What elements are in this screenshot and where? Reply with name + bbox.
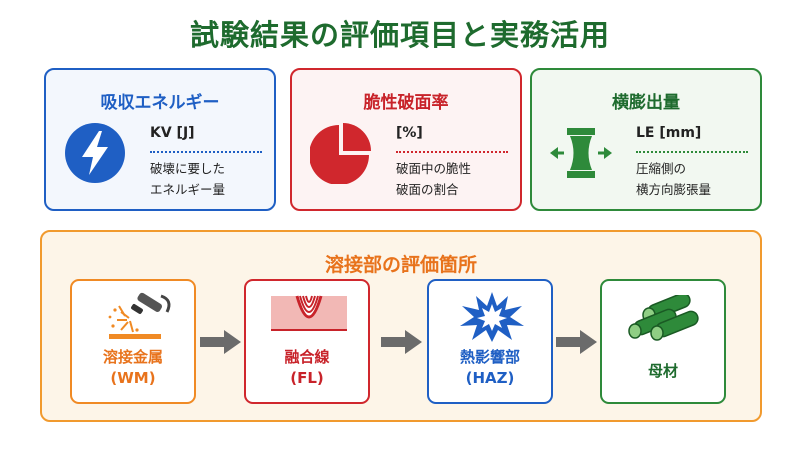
weld-bead-icon — [271, 295, 347, 331]
location-fusion-line: 融合線 (FL) — [244, 279, 370, 404]
card-title: 吸収エネルギー — [100, 93, 220, 113]
location-label: 融合線 (FL) — [284, 348, 330, 387]
section-title: 溶接部の評価箇所 — [324, 254, 477, 276]
card-lateral-expansion: 横膨出量 LE [mm] 圧縮側の 横方向膨張量 — [530, 68, 762, 211]
arrow-right-icon — [200, 330, 241, 354]
arrow-right-icon — [556, 330, 597, 354]
steel-bars-icon — [628, 295, 699, 341]
location-heat-affected-zone: 熱影響部 (HAZ) — [427, 279, 553, 404]
weld-evaluation-section: 溶接部の評価箇所 溶接金属 (WM) — [40, 230, 762, 422]
lateral-expansion-icon — [550, 128, 612, 178]
dotted-divider — [150, 151, 262, 153]
lightning-icon — [65, 123, 125, 183]
card-description: 破壊に要した エネルギー量 — [150, 161, 226, 197]
page-title: 試験結果の評価項目と実務活用 — [189, 18, 610, 52]
location-label: 溶接金属 (WM) — [102, 348, 163, 387]
card-description: 破面中の脆性 破面の割合 — [396, 161, 472, 197]
pie-chart-icon — [310, 123, 371, 184]
dotted-divider — [396, 151, 508, 153]
card-unit: [%] — [396, 125, 423, 141]
card-unit: KV [J] — [150, 125, 195, 141]
dotted-divider — [636, 151, 748, 153]
location-weld-metal: 溶接金属 (WM) — [70, 279, 196, 404]
card-description: 圧縮側の 横方向膨張量 — [636, 161, 712, 197]
location-label: 熱影響部 (HAZ) — [459, 348, 520, 387]
location-label: 母材 — [647, 362, 678, 380]
card-title: 脆性破面率 — [363, 93, 449, 113]
card-brittle-fracture: 脆性破面率 [%] 破面中の脆性 破面の割合 — [290, 68, 522, 211]
card-absorbed-energy: 吸収エネルギー KV [J] 破壊に要した エネルギー量 — [44, 68, 276, 211]
location-base-metal: 母材 — [600, 279, 726, 404]
burst-icon — [460, 292, 524, 342]
welding-torch-icon — [108, 292, 171, 339]
card-title: 横膨出量 — [612, 93, 680, 113]
card-unit: LE [mm] — [636, 125, 702, 141]
arrow-right-icon — [381, 330, 422, 354]
